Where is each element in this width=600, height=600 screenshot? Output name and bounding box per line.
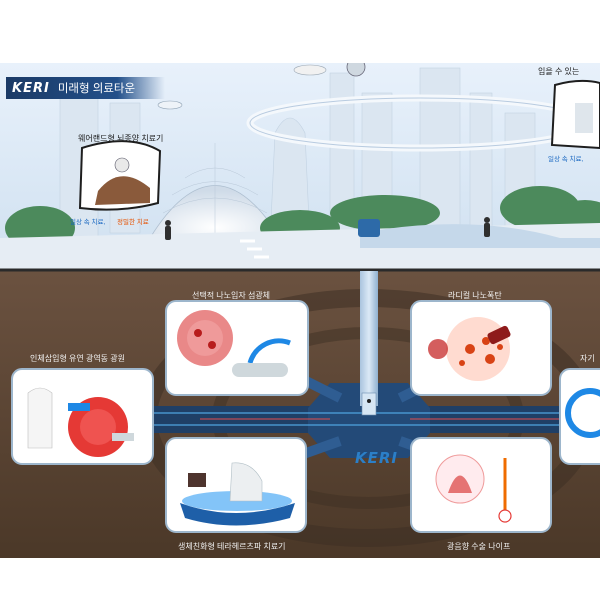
keri-logo: KERI <box>12 80 50 96</box>
flying-car <box>293 64 327 76</box>
label-flexible-light-source: 인체삽입형 유연 광역동 광원 <box>30 354 125 363</box>
illustration-canvas <box>0 63 600 558</box>
medical-town-illustration <box>0 63 600 558</box>
panel-right-edge <box>559 368 600 465</box>
label-right-edge: 자기 <box>580 354 595 363</box>
header-banner: KERI 미래형 의료타운 <box>6 77 166 99</box>
keri-center-logo: KERI <box>355 449 399 467</box>
label-radical-nanobomb: 라디컬 나노폭탄 <box>448 291 502 300</box>
panel-terahertz <box>165 437 307 533</box>
tag-precise-treatment: 정밀한 치료 <box>117 219 149 226</box>
tag-daily-treatment-right: 일상 속 치료, <box>548 156 584 163</box>
panel-photoacoustic <box>410 437 552 533</box>
label-wearable-tumor-device: 웨어랜드형 뇌종양 치료기 <box>78 134 164 143</box>
crosswalk <box>240 239 269 259</box>
drone <box>346 63 366 77</box>
elevator-shaft <box>360 271 378 406</box>
patient-figure <box>95 176 150 205</box>
panel-nanobomb <box>410 300 552 396</box>
label-nanoparticle-scintillator: 선택적 나노입자 섬광체 <box>192 291 271 300</box>
label-terahertz-device: 생체친화형 테라헤르츠파 치료기 <box>178 542 286 551</box>
pedestrians <box>165 217 490 240</box>
page-title: 미래형 의료타운 <box>57 83 136 95</box>
shaft-entrance <box>358 219 380 237</box>
panel-nanoparticle <box>165 300 309 396</box>
tag-daily-treatment: 일상 속 치료, <box>70 219 106 226</box>
label-wearable-right: 입을 수 있는 <box>538 67 580 76</box>
label-photoacoustic-knife: 광음향 수술 나이프 <box>447 542 511 551</box>
panel-flexible-light <box>11 368 154 465</box>
